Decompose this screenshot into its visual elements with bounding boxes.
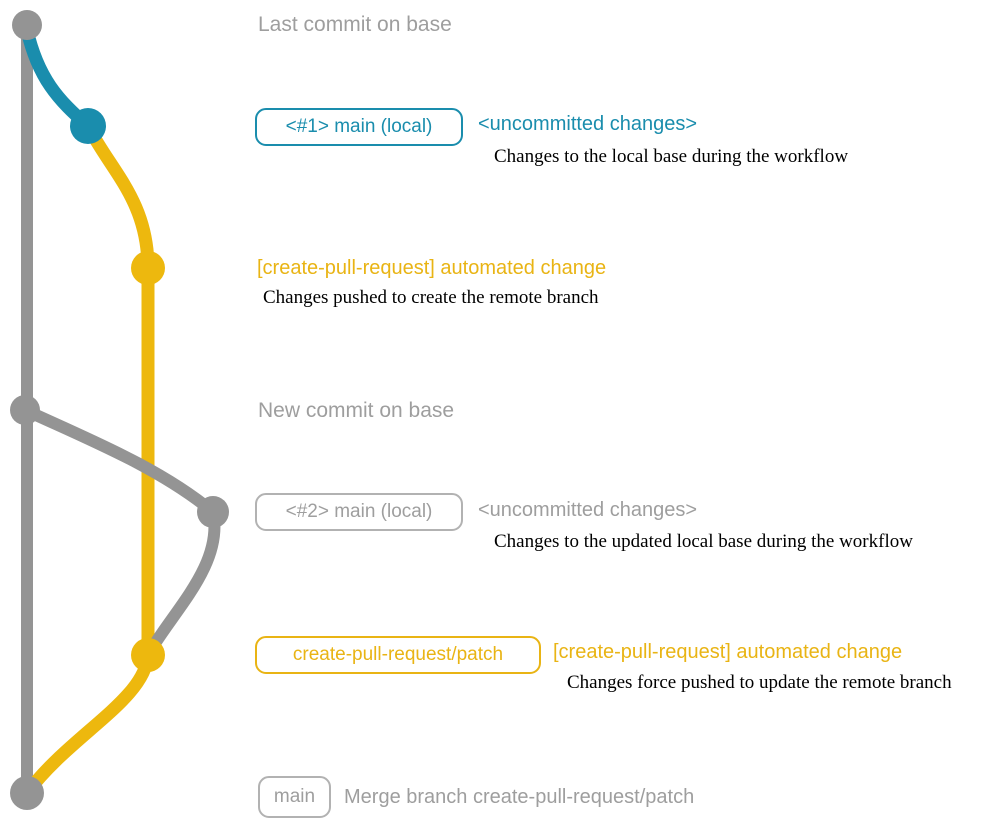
patch-merge-curve <box>20 648 155 800</box>
patch-branch-curve-top <box>81 119 155 275</box>
commit-new-on-base <box>10 395 40 425</box>
commit-automated-change-1 <box>131 251 165 285</box>
branch-badge-main-local-2: <#2> main (local) <box>255 493 463 531</box>
commit-local-uncommitted-1 <box>70 108 106 144</box>
automated-change-label-2: [create-pull-request] automated change <box>553 641 903 663</box>
new-commit-label: New commit on base <box>258 399 455 422</box>
description-local-base-1: Changes to the local base during the wor… <box>494 146 849 167</box>
branch-badge-main-local-1: <#1> main (local) <box>255 108 463 146</box>
uncommitted-changes-label-1: <uncommitted changes> <box>478 113 698 135</box>
description-pushed-create: Changes pushed to create the remote bran… <box>263 287 599 308</box>
branch-badge-patch: create-pull-request/patch <box>255 636 541 674</box>
automated-change-label-1: [create-pull-request] automated change <box>257 257 607 279</box>
force-push-curve <box>142 506 221 661</box>
commit-merge <box>10 776 44 810</box>
description-local-base-2: Changes to the updated local base during… <box>494 531 913 552</box>
commit-last-on-base <box>12 10 42 40</box>
commit-automated-change-2 <box>131 638 165 672</box>
merge-commit-label: Merge branch create-pull-request/patch <box>344 786 695 808</box>
rebase-curve <box>19 404 219 518</box>
uncommitted-changes-label-2: <uncommitted changes> <box>478 499 698 521</box>
commit-local-uncommitted-2 <box>197 496 229 528</box>
branch-badge-main: main <box>258 776 331 818</box>
description-force-pushed: Changes force pushed to update the remot… <box>567 672 952 693</box>
last-commit-label: Last commit on base <box>258 13 452 36</box>
